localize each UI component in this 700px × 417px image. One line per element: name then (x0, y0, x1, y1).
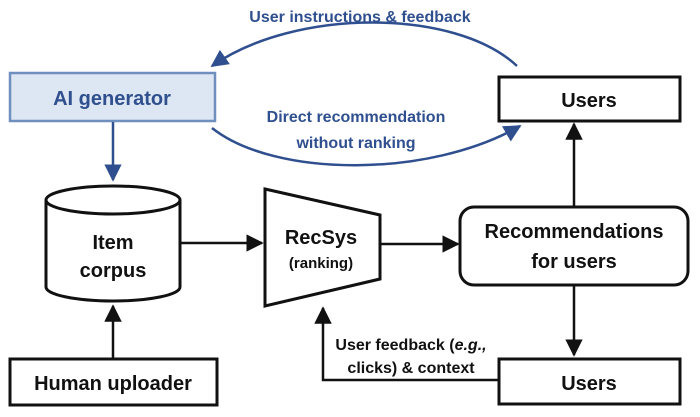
label-user-instructions: User instructions & feedback (249, 9, 471, 26)
human-uploader-label: Human uploader (34, 373, 192, 395)
users-bottom-box (497, 357, 682, 406)
label-direct-recommendation-line2: without ranking (295, 135, 415, 152)
ai-generator-label: AI generator (53, 88, 171, 110)
arrow-feedback-to-recsys (314, 306, 498, 382)
label-user-feedback-em: e.g., (455, 337, 487, 354)
arrow-user-instructions (210, 21, 518, 68)
recsys-trapezoid (263, 187, 382, 308)
label-user-feedback-line1: User feedback (e.g., (335, 337, 486, 354)
recommendations-box (458, 205, 690, 287)
users-top-box (497, 75, 682, 123)
human-uploader-box (8, 357, 219, 407)
item-corpus-cylinder (44, 184, 182, 303)
users-bottom-label: Users (561, 373, 617, 395)
recommendations-label-line1: Recommendations (485, 221, 664, 243)
recsys-sublabel: (ranking) (289, 255, 353, 272)
label-user-feedback-pre: User feedback ( (335, 337, 455, 354)
label-direct-recommendation-line1: Direct recommendation (267, 109, 446, 126)
recommendations-label-line2: for users (531, 251, 617, 273)
users-top-label: Users (561, 90, 617, 112)
ai-generator-box (8, 71, 217, 123)
arrow-direct-recommendation (211, 124, 522, 167)
item-corpus-label-line1: Item (92, 232, 133, 254)
recsys-label: RecSys (285, 227, 357, 249)
label-user-feedback-line2: clicks) & context (347, 360, 475, 377)
item-corpus-label-line2: corpus (80, 260, 147, 282)
